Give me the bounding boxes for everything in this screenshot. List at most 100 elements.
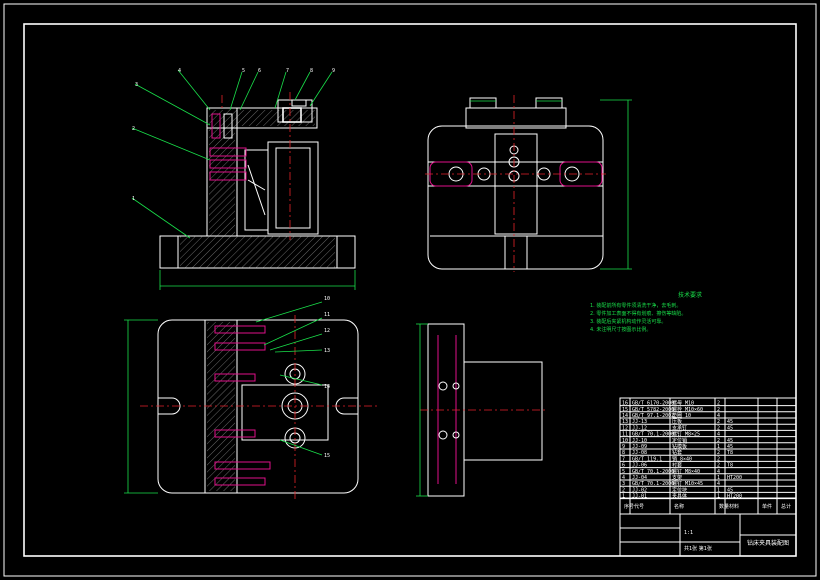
parts-cell: GB/T 97.1-2002 [632, 413, 674, 419]
parts-cell: GB/T 6170-2000 [632, 401, 674, 407]
parts-cell: 定位块 [672, 486, 687, 493]
parts-cell: JJ-08 [632, 450, 647, 456]
parts-header-cell: 名称 [674, 503, 684, 510]
balloon-label: 5 [242, 68, 245, 74]
parts-cell: 45 [727, 444, 733, 450]
parts-cell: 15 [622, 407, 628, 413]
balloon-label: 14 [324, 384, 330, 390]
parts-cell: 2 [717, 401, 720, 407]
parts-cell: GB/T 70.1-2000 [632, 481, 674, 487]
title-block [619, 397, 797, 557]
balloon-label: 12 [324, 328, 330, 334]
parts-cell: 压板 [672, 418, 682, 425]
parts-cell: 1 [717, 444, 720, 450]
parts-cell: 支承钉 [672, 424, 687, 431]
parts-cell: 定位销 [672, 437, 687, 444]
parts-cell: 4 [717, 481, 720, 487]
parts-cell: 2 [717, 438, 720, 444]
parts-cell: 螺钉 M10×45 [672, 480, 703, 487]
title-sheet: 共1张 第1张 [684, 546, 712, 552]
parts-cell: 10 [622, 438, 628, 444]
balloon-label: 4 [178, 68, 181, 74]
parts-cell: 9 [622, 444, 625, 450]
parts-cell: 13 [622, 419, 628, 425]
parts-cell: 2 [717, 463, 720, 469]
technical-requirements: 技术要求 1. 装配前所有零件须清洗干净，去毛刺。 2. 零件加工表面不得有划痕… [590, 292, 790, 334]
parts-cell: GB/T 5782-2000 [632, 407, 674, 413]
parts-cell: 11 [622, 432, 628, 438]
parts-cell: JJ-10 [632, 438, 647, 444]
balloon-label: 2 [132, 126, 135, 132]
balloon-label: 6 [258, 68, 261, 74]
parts-cell: 钻模板 [672, 443, 687, 450]
parts-cell: JJ-04 [632, 475, 647, 481]
balloon-label: 10 [324, 296, 330, 302]
parts-cell: 螺钉 M8×40 [672, 468, 700, 475]
parts-cell: 1 [717, 487, 720, 493]
parts-cell: HT200 [727, 475, 742, 481]
parts-cell: 5 [622, 469, 625, 475]
parts-header-cell: 材料 [729, 503, 739, 510]
parts-cell: 4 [717, 432, 720, 438]
side-view [425, 95, 632, 272]
parts-cell: 12 [622, 425, 628, 431]
parts-cell: JJ-13 [632, 419, 647, 425]
front-view [131, 69, 356, 290]
outer-border [3, 3, 817, 577]
parts-cell: 支架 [672, 474, 682, 481]
parts-cell: JJ-12 [632, 425, 647, 431]
parts-header-cell: 数量 [719, 503, 729, 510]
parts-cell: GB/T 70.1-2000 [632, 432, 674, 438]
balloon-label: 9 [332, 68, 335, 74]
parts-cell: JJ-01 [632, 494, 647, 500]
parts-cell: 钻套 [672, 449, 682, 456]
parts-cell: 1 [622, 494, 625, 500]
parts-header-cell: 单件 [762, 503, 772, 510]
parts-cell: T8 [727, 463, 733, 469]
parts-cell: 4 [622, 475, 625, 481]
parts-cell: 8 [622, 450, 625, 456]
parts-cell: 2 [717, 407, 720, 413]
top-body [157, 319, 359, 494]
parts-header-cell: 总计 [781, 503, 791, 510]
parts-cell: 夹具体 [672, 493, 687, 500]
parts-cell: 销 8×40 [672, 455, 692, 462]
parts-cell: T8 [727, 450, 733, 456]
tech-req-line: 1. 装配前所有零件须清洗干净，去毛刺。 [590, 303, 682, 309]
parts-cell: 1 [717, 494, 720, 500]
parts-cell: 45 [727, 487, 733, 493]
balloon-label: 15 [324, 453, 330, 459]
parts-cell: GB/T 119.1 [632, 456, 662, 462]
inner-border [23, 23, 797, 557]
parts-cell: 16 [622, 401, 628, 407]
parts-cell: 6 [622, 463, 625, 469]
detail-view [416, 323, 545, 497]
parts-cell: 1 [717, 475, 720, 481]
tech-req-title: 技术要求 [677, 292, 702, 299]
parts-cell: 4 [717, 469, 720, 475]
balloon-label: 11 [324, 312, 330, 318]
parts-cell: JJ-06 [632, 463, 647, 469]
parts-cell: 4 [717, 413, 720, 419]
parts-cell: 2 [622, 487, 625, 493]
parts-cell: 螺母 M10 [672, 400, 694, 407]
parts-cell: 14 [622, 413, 628, 419]
title-scale: 1:1 [684, 530, 694, 536]
balloon-label: 7 [286, 68, 289, 74]
balloon-label: 1 [132, 196, 135, 202]
parts-cell: 螺钉 M8×25 [672, 431, 700, 438]
parts-cell: 垫圈 10 [672, 412, 691, 419]
parts-header-cell: 代号 [634, 503, 644, 510]
balloon-label: 13 [324, 348, 330, 354]
side-body [427, 125, 604, 270]
parts-cell: JJ-09 [632, 444, 647, 450]
parts-cell: 2 [717, 450, 720, 456]
parts-cell: 3 [622, 481, 625, 487]
parts-cell: GB/T 70.1-2000 [632, 469, 674, 475]
balloon-label: 8 [310, 68, 313, 74]
parts-cell: 2 [717, 425, 720, 431]
parts-cell: 45 [727, 419, 733, 425]
parts-cell: HT200 [727, 494, 742, 500]
parts-header-cell: 序号 [624, 503, 634, 510]
